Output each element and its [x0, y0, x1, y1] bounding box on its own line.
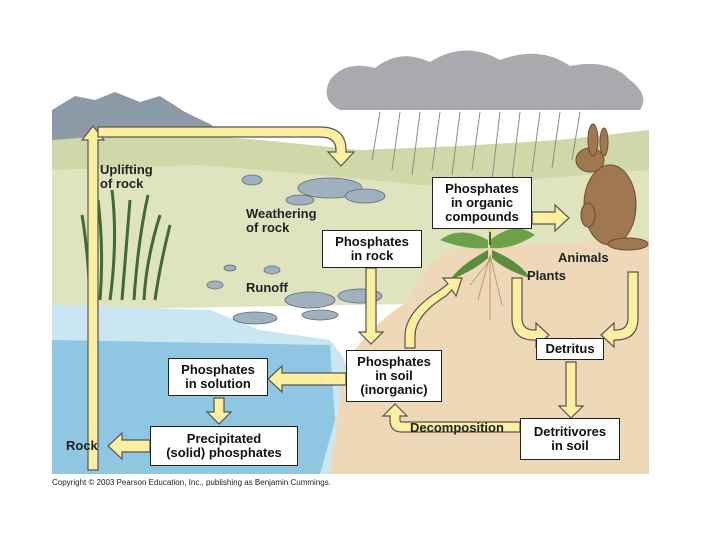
- solution-to-precipitated-arrow: [205, 397, 233, 425]
- box-phosphates-in-organic-compounds: Phosphates in organic compounds: [432, 177, 532, 229]
- label-animals: Animals: [558, 250, 609, 265]
- rain: [371, 111, 581, 181]
- box-detritivores-in-soil: Detritivores in soil: [520, 418, 620, 460]
- rain-cloud: [326, 50, 644, 110]
- soil-to-plant-arrow: [404, 277, 463, 349]
- cycle-arrows: [80, 125, 639, 471]
- copyright-notice: Copyright © 2003 Pearson Education, Inc.…: [52, 478, 331, 487]
- animals-to-detritus-arrow: [600, 271, 639, 349]
- plant: [440, 224, 535, 320]
- label-plants: Plants: [527, 268, 567, 283]
- plants-to-detritus-arrow: [511, 277, 550, 349]
- box-detritus: Detritus: [536, 338, 604, 360]
- box-phosphates-in-soil: Phosphates in soil (inorganic): [346, 350, 442, 402]
- soil-to-solution-arrow: [267, 364, 347, 394]
- organic-to-animals-arrow: [531, 203, 570, 233]
- rock-to-soil-arrow: [357, 267, 385, 345]
- label-runoff: Runoff: [246, 280, 288, 295]
- rabbit: [575, 123, 649, 251]
- decomposition-arrow: [381, 403, 521, 433]
- precipitated-to-rock-arrow: [107, 431, 151, 461]
- box-precipitated-phosphates: Precipitated (solid) phosphates: [150, 426, 298, 466]
- top-arrow: [97, 126, 356, 167]
- label-rock: Rock: [66, 438, 98, 453]
- detritus-to-detritivores-arrow: [557, 361, 585, 419]
- box-phosphates-in-rock: Phosphates in rock: [322, 230, 422, 268]
- label-uplifting-of-rock: Uplifting of rock: [100, 162, 153, 191]
- box-phosphates-in-solution: Phosphates in solution: [168, 358, 268, 396]
- label-weathering-of-rock: Weathering of rock: [246, 206, 317, 235]
- label-decomposition: Decomposition: [410, 420, 504, 435]
